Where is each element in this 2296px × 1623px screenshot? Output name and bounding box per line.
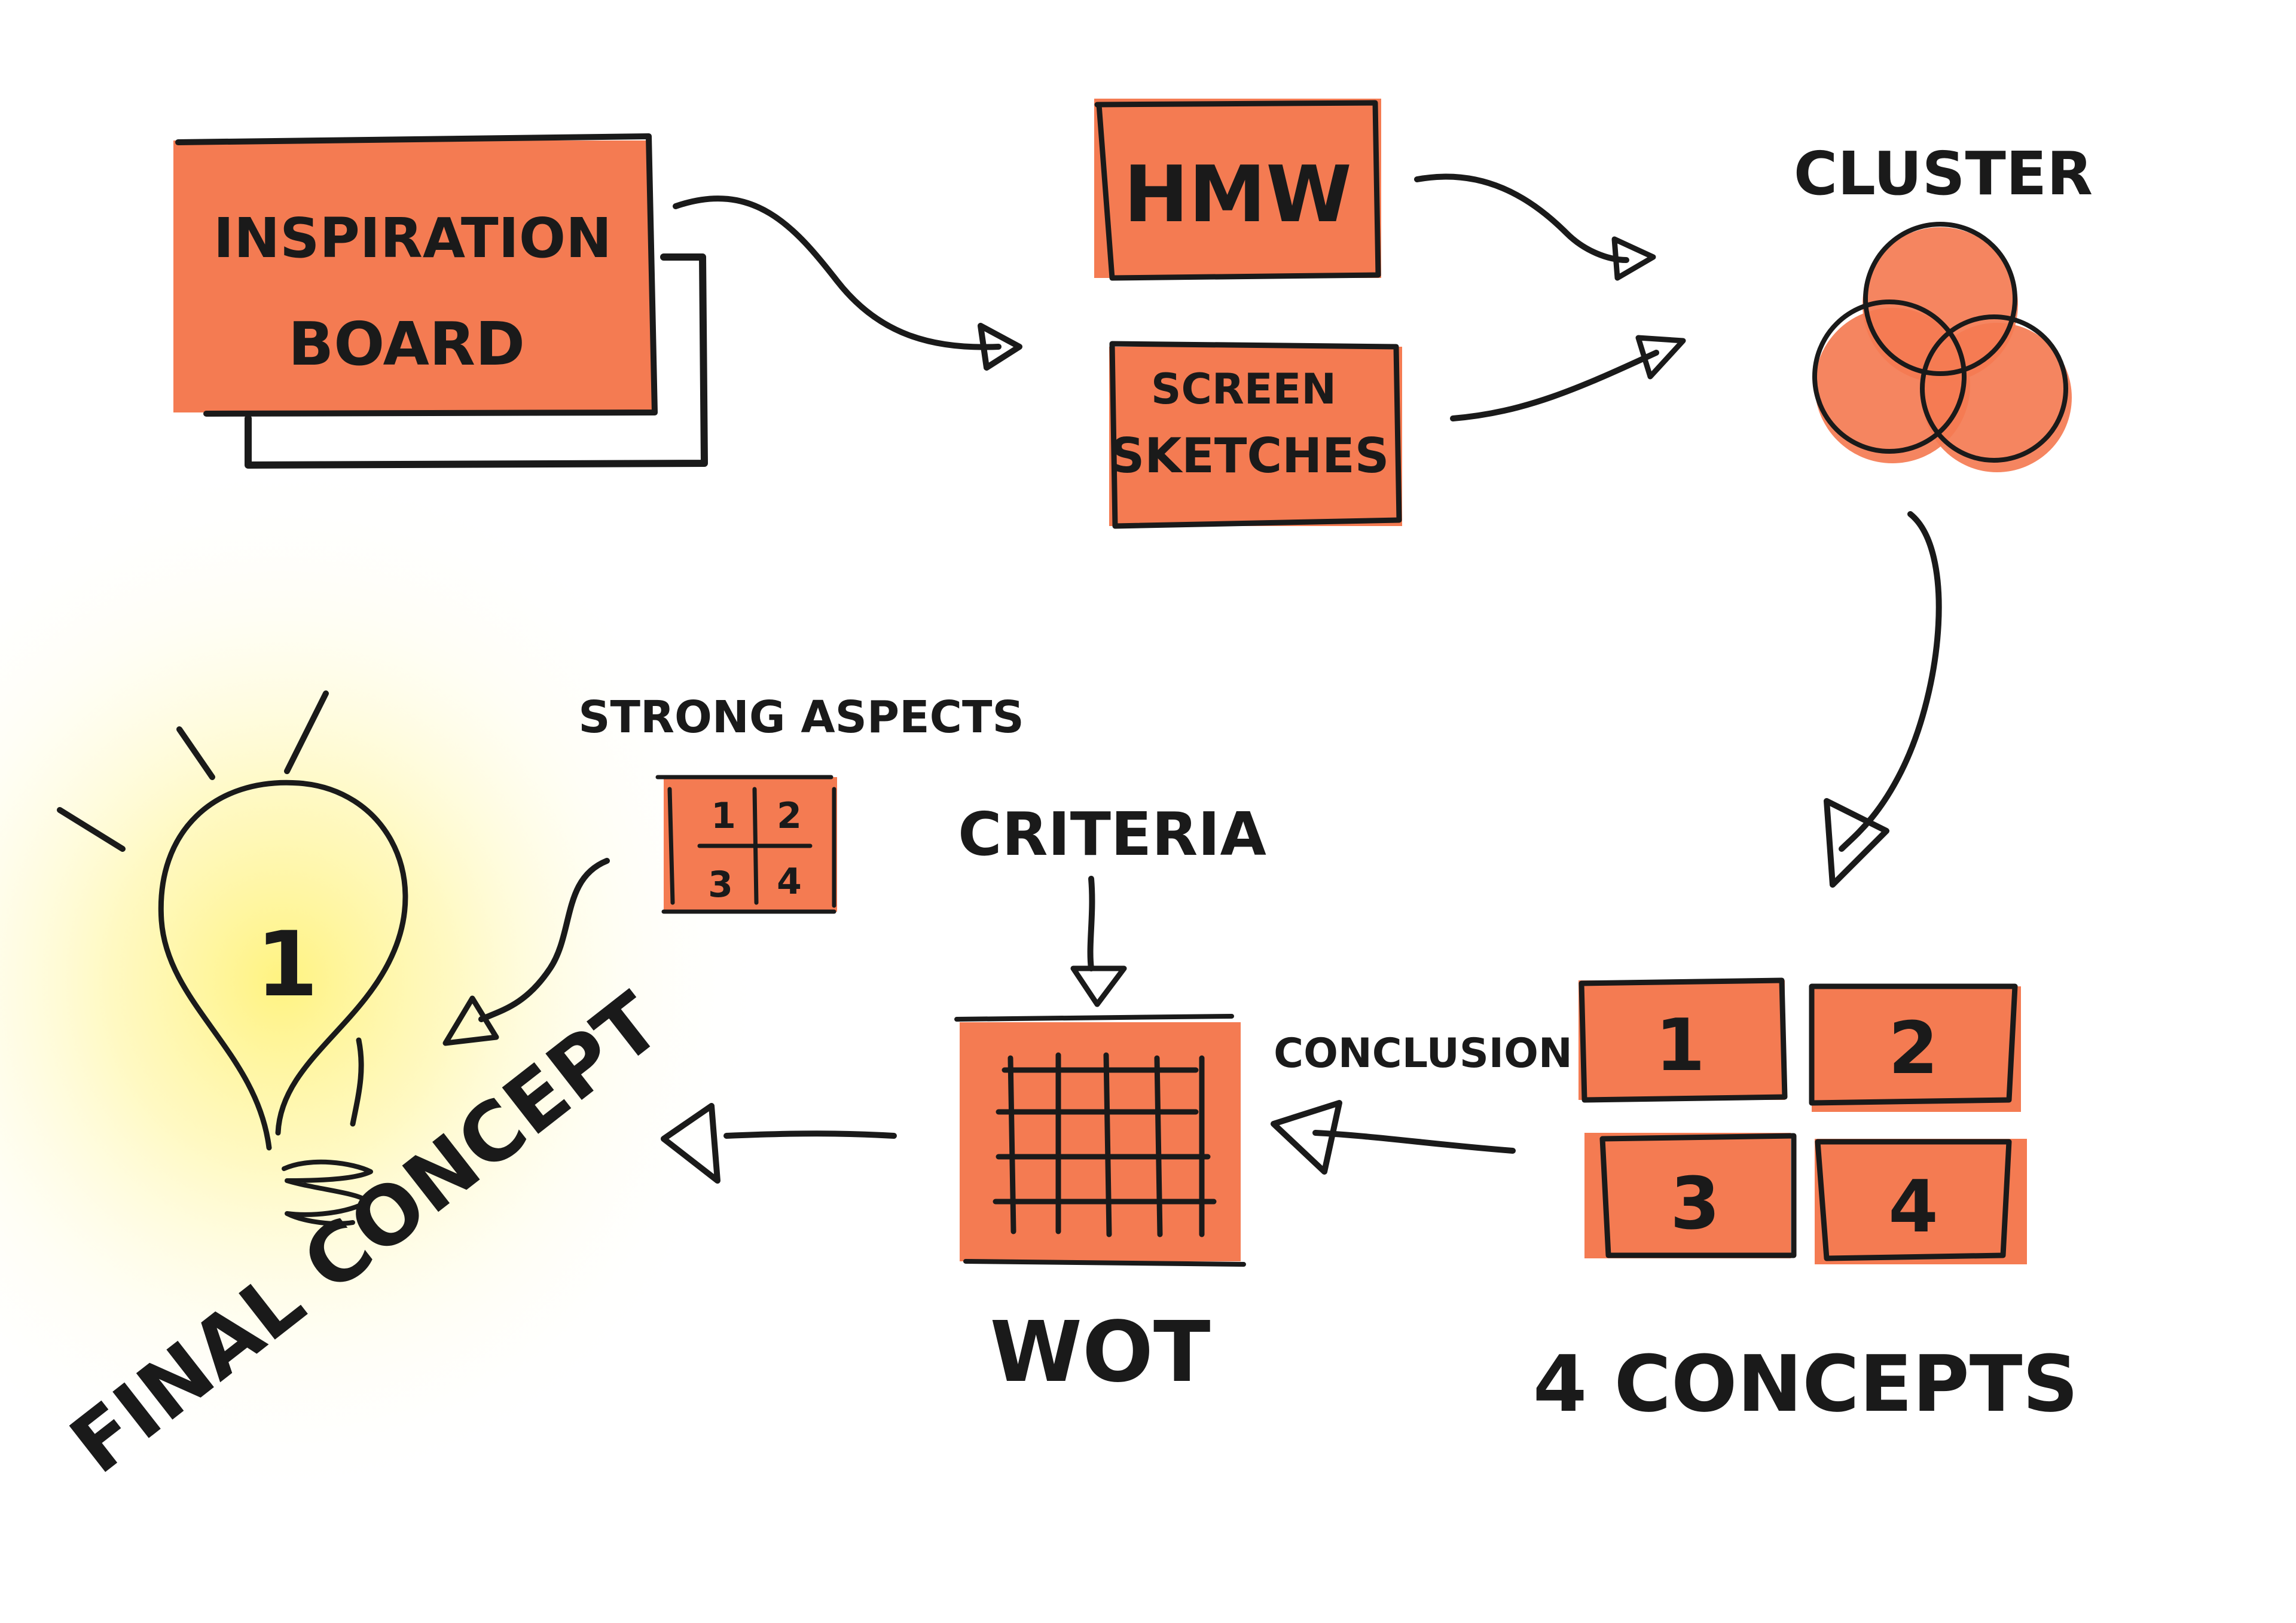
arrow-sketches-to-cluster-head — [1635, 335, 1686, 380]
concept-number-4: 4 — [1888, 1166, 1938, 1249]
wot-box — [960, 1022, 1241, 1261]
strong-aspects-cell-3: 3 — [708, 864, 733, 906]
inspiration-board-line2: BOARD — [288, 309, 525, 379]
wot-node: WOT — [954, 1014, 1246, 1401]
arrow-criteria-to-wot — [1087, 876, 1095, 971]
arrow-sketches-to-cluster — [1450, 350, 1659, 421]
concept-number-3: 3 — [1670, 1163, 1720, 1246]
concepts-node: 1 2 3 4 4 CONCEPTS — [1533, 977, 2078, 1429]
lightbulb-icon: 1 — [57, 690, 408, 1226]
concept-card-2: 2 — [1809, 983, 2021, 1112]
hmw-node: HMW — [1094, 99, 1381, 281]
concept-number-2: 2 — [1888, 1007, 1938, 1090]
criteria-label: CRITERIA — [958, 799, 1266, 869]
arrow-wot-to-final — [723, 1130, 897, 1139]
concept-card-4: 4 — [1815, 1139, 2027, 1264]
screen-sketches-box — [1109, 347, 1402, 526]
hmw-box — [1094, 99, 1381, 278]
inspiration-board-outline — [175, 133, 658, 417]
inspiration-board-line1: INSPIRATION — [213, 206, 612, 270]
screen-sketches-line2: SKETCHES — [1110, 428, 1390, 484]
screen-sketches-node: SCREEN SKETCHES — [1109, 341, 1402, 529]
grid-matrix-icon — [993, 1052, 1217, 1237]
strong-aspects-cell-2: 2 — [777, 795, 802, 837]
hmw-outline — [1094, 100, 1381, 281]
arrow-hmw-to-cluster-head — [1611, 236, 1656, 281]
conclusion-label: CONCLUSION — [1274, 1030, 1573, 1077]
inspiration-board-back-sheet — [245, 253, 708, 469]
concepts-caption: 4 CONCEPTS — [1533, 1338, 2078, 1429]
arrow-cluster-to-concepts — [1839, 511, 1942, 852]
arrow-aspects-to-final-head — [442, 995, 499, 1046]
cluster-label: CLUSTER — [1794, 139, 2093, 209]
strong-aspects-label: STRONG ASPECTS — [578, 692, 1024, 743]
arrow-wot-to-final-head — [661, 1103, 720, 1184]
arrow-concepts-to-wot — [1312, 1130, 1516, 1154]
inspiration-board-node: INSPIRATION BOARD — [173, 133, 708, 469]
screen-sketches-line1: SCREEN — [1151, 365, 1336, 414]
arrow-criteria-to-wot-head — [1070, 965, 1127, 1007]
screen-sketches-outline — [1109, 341, 1402, 529]
final-concept-number: 1 — [256, 913, 318, 1017]
wot-caption: WOT — [990, 1304, 1211, 1401]
hmw-label: HMW — [1123, 149, 1352, 240]
venn-three-circles-icon — [1812, 222, 2072, 472]
concept-card-1: 1 — [1578, 977, 1788, 1103]
arrow-aspects-to-final — [478, 858, 610, 1022]
cluster-node: CLUSTER — [1794, 139, 2093, 472]
arrow-inspiration-to-ideas — [673, 195, 1002, 350]
strong-aspects-cell-4: 4 — [777, 861, 802, 903]
lightbulb-glow — [0, 454, 771, 1506]
strong-aspects-node: STRONG ASPECTS 1 2 3 4 — [578, 692, 1024, 914]
inspiration-board-box — [173, 140, 652, 412]
arrow-concepts-to-wot-head — [1271, 1100, 1342, 1175]
strong-aspects-cell-1: 1 — [711, 795, 736, 837]
concept-card-3: 3 — [1584, 1133, 1797, 1258]
arrow-inspiration-to-ideas-head — [978, 323, 1022, 371]
arrow-hmw-to-cluster — [1414, 173, 1629, 263]
arrow-cluster-to-concepts-head — [1824, 798, 1889, 888]
concept-number-1: 1 — [1655, 1004, 1705, 1087]
